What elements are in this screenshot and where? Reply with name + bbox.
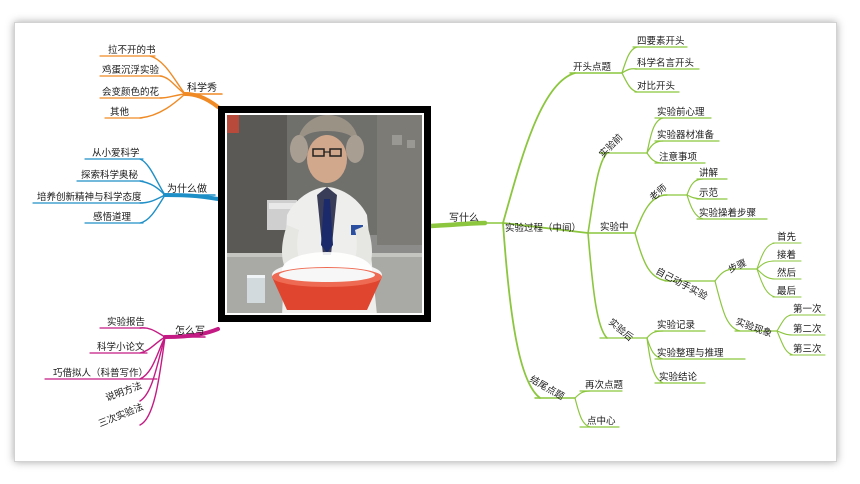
leaf-qian-2: 实验器材准备 — [657, 129, 715, 141]
central-photo-inner — [225, 113, 424, 315]
node-weishenmezuo: 为什么做 — [167, 182, 207, 195]
leaf-qian-1: 实验前心理 — [657, 106, 705, 118]
node-zenmexie: 怎么写 — [175, 324, 205, 337]
leaf-buzhou-1: 首先 — [777, 231, 797, 243]
node-xieshenme: 写什么 — [449, 212, 479, 224]
leaf-kexuexiu-1: 拉不开的书 — [108, 44, 156, 56]
scientist-photo-icon — [227, 115, 422, 313]
leaf-kaitou-1: 四要素开头 — [637, 35, 685, 47]
leaf-zenmexie-5: 三次实验法 — [97, 401, 146, 430]
leaf-laoshi-2: 示范 — [699, 187, 719, 199]
leaf-zenmexie-4: 说明方法 — [104, 380, 144, 404]
leaf-buzhou-2: 接着 — [777, 249, 796, 261]
leaf-weishenmezuo-3: 培养创新精神与科学态度 — [37, 191, 142, 203]
leaf-kexuexiu-4: 其他 — [110, 106, 130, 118]
leaf-zenmexie-2: 科学小论文 — [97, 341, 145, 353]
leaf-jiewei-1: 再次点题 — [585, 379, 624, 391]
leaf-weishenmezuo-2: 探索科学奥秘 — [81, 169, 139, 181]
leaf-hou-1: 实验记录 — [657, 319, 696, 331]
leaf-zenmexie-3: 巧借拟人（科普写作） — [53, 367, 148, 379]
leaf-hou-3: 实验结论 — [659, 371, 698, 383]
mindmap-frame: 科学秀 拉不开的书 鸡蛋沉浮实验 会变颜色的花 其他 为什么做 从小爱科学 探索… — [14, 22, 837, 462]
node-zhong: 实验中 — [600, 221, 629, 233]
node-ziji: 自己动手实验 — [654, 265, 710, 303]
leaf-xianxiang-1: 第一次 — [793, 303, 822, 315]
node-kexuexiu: 科学秀 — [187, 81, 217, 94]
branch-weishenmezuo-lines — [32, 158, 220, 224]
branch-zenmexie-lines — [44, 327, 220, 426]
leaf-hou-2: 实验整理与推理 — [657, 347, 724, 359]
leaf-laoshi-3: 实验操着步骤 — [699, 207, 756, 219]
leaf-zenmexie-1: 实验报告 — [107, 316, 145, 328]
node-kaitou: 开头点题 — [573, 61, 612, 73]
leaf-weishenmezuo-1: 从小爱科学 — [92, 147, 140, 159]
branch-kexuexiu-lines — [99, 55, 223, 119]
leaf-kaitou-2: 科学名言开头 — [637, 57, 694, 69]
leaf-weishenmezuo-4: 感悟道理 — [93, 211, 132, 223]
leaf-kaitou-3: 对比开头 — [637, 80, 675, 92]
node-hou: 实验后 — [606, 316, 636, 344]
leaf-kexuexiu-2: 鸡蛋沉浮实验 — [102, 64, 160, 76]
node-guocheng: 实验过程（中间） — [505, 222, 581, 234]
leaf-jiewei-2: 点中心 — [587, 415, 616, 427]
leaf-laoshi-1: 讲解 — [699, 167, 719, 179]
branch-xieshenme-lines — [428, 46, 826, 428]
node-qian: 实验前 — [597, 131, 626, 160]
leaf-qian-3: 注意事项 — [659, 151, 698, 163]
mindmap-canvas: 科学秀 拉不开的书 鸡蛋沉浮实验 会变颜色的花 其他 为什么做 从小爱科学 探索… — [32, 35, 826, 430]
leaf-kexuexiu-3: 会变颜色的花 — [102, 86, 160, 98]
leaf-buzhou-3: 然后 — [777, 267, 797, 279]
node-xianxiang: 实验现象 — [734, 316, 774, 340]
leaf-xianxiang-2: 第二次 — [793, 323, 822, 335]
central-photo — [218, 106, 431, 322]
leaf-buzhou-4: 最后 — [777, 286, 797, 297]
node-buzhou: 步骤 — [727, 258, 749, 276]
leaf-xianxiang-3: 第三次 — [793, 343, 822, 355]
node-laoshi: 老师 — [647, 182, 669, 203]
